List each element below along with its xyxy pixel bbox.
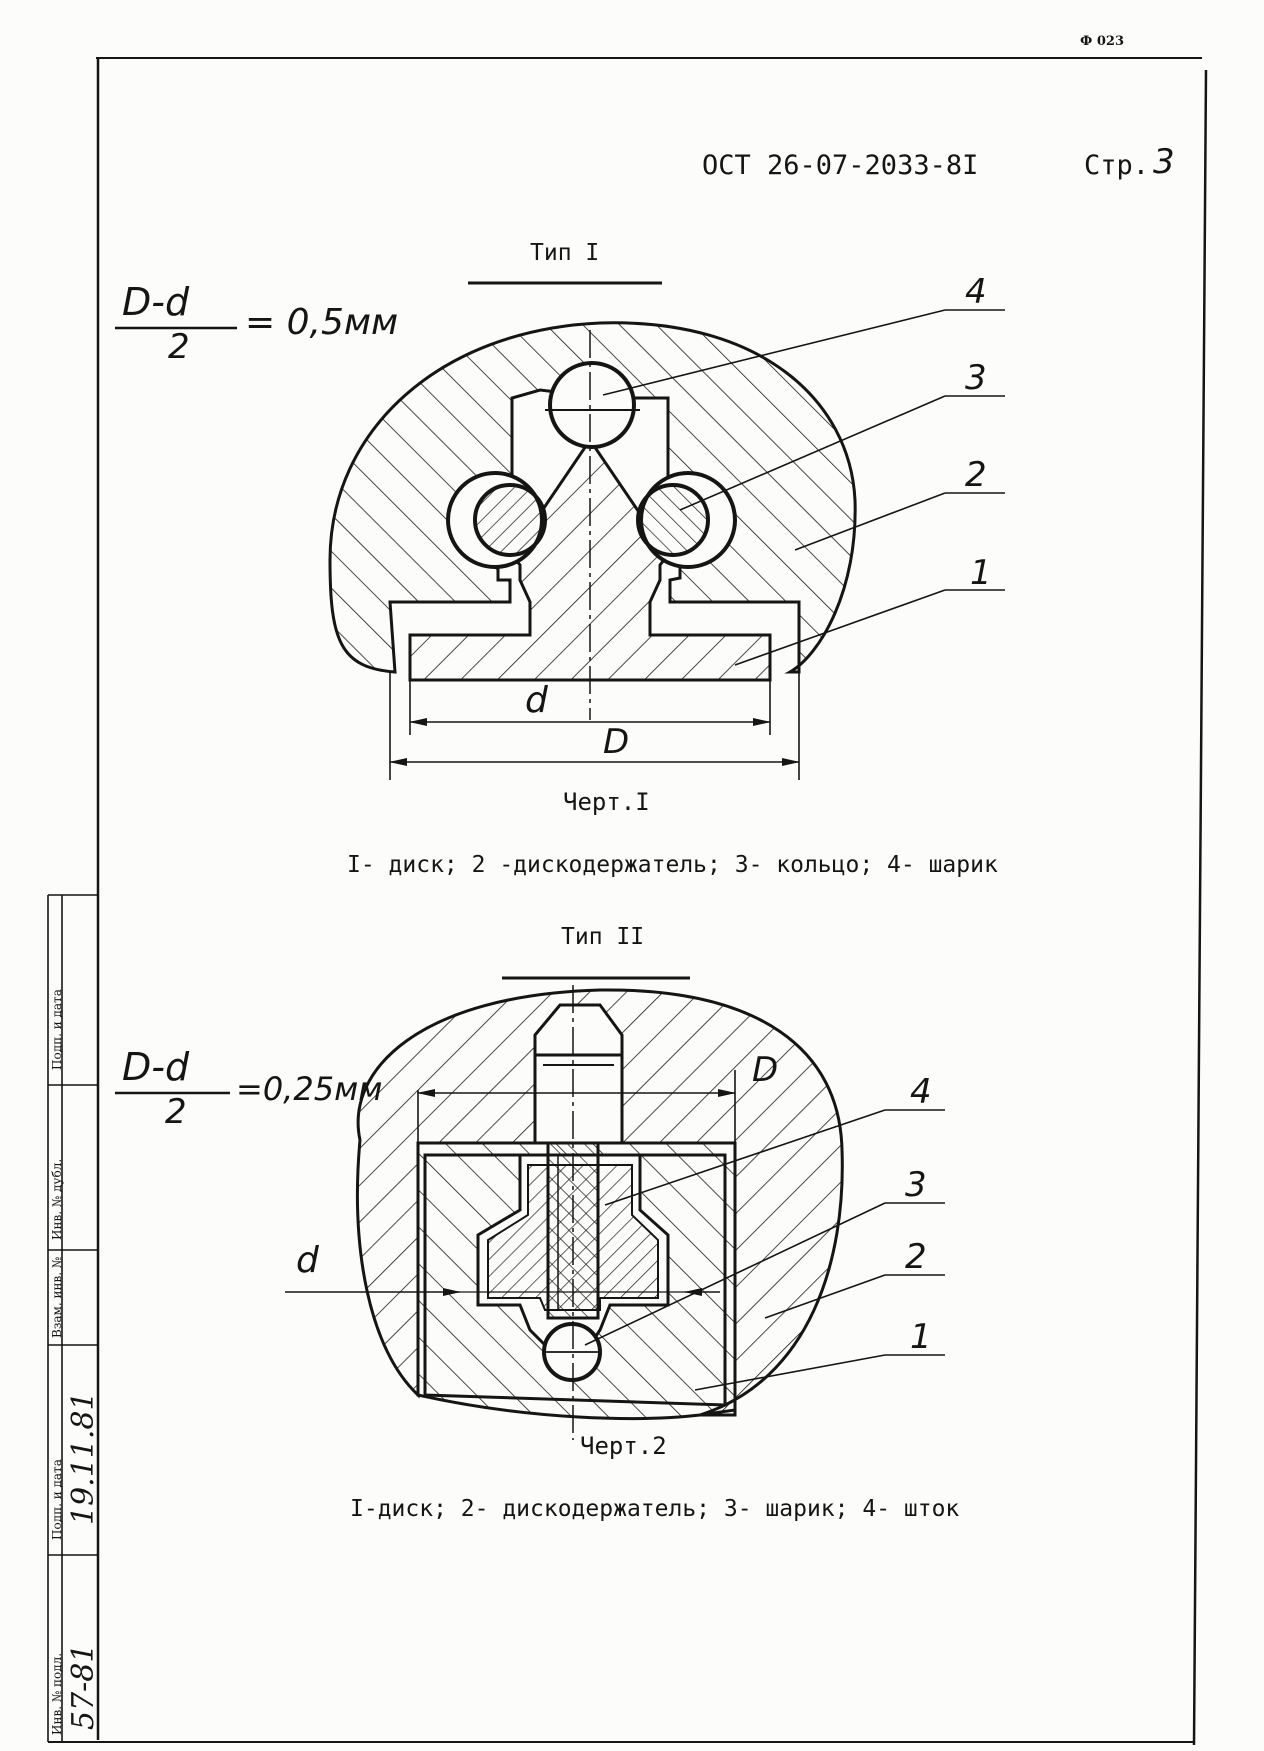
side-stamp-grid bbox=[47, 894, 98, 1742]
dim1-D-label: D bbox=[603, 722, 630, 762]
stamp-field-inv-orig: Инв. № подл. bbox=[50, 1652, 64, 1735]
type2-title: Тип II bbox=[561, 924, 645, 950]
figure1-legend: I- диск; 2 -дискодержатель; 3- кольцо; 4… bbox=[347, 852, 998, 878]
figure2-drawing bbox=[115, 976, 945, 1440]
callout1-3: 3 bbox=[965, 358, 987, 398]
type1-title: Тип I bbox=[530, 240, 600, 266]
formula1-denominator: 2 bbox=[168, 327, 190, 367]
callout2-4: 4 bbox=[910, 1072, 932, 1112]
figure1-drawing bbox=[115, 281, 1005, 780]
dim1-d-label: d bbox=[525, 680, 548, 721]
stamp-inv-original-value: 57-81 bbox=[66, 1643, 101, 1730]
formula2-denominator: 2 bbox=[165, 1092, 187, 1132]
formula2-numerator: D-d bbox=[122, 1045, 190, 1089]
figure2-caption: Черт.2 bbox=[580, 1432, 667, 1460]
figure1-caption: Черт.I bbox=[563, 788, 650, 816]
callout1-2: 2 bbox=[965, 455, 987, 495]
page-number: 3 bbox=[1153, 142, 1175, 182]
formula2-result: =0,25мм bbox=[236, 1070, 383, 1108]
callout2-2: 2 bbox=[905, 1237, 927, 1277]
sheet-frame bbox=[48, 57, 1208, 1746]
stamp-field-signature-1: Подп. и дата bbox=[50, 989, 64, 1070]
callout2-1: 1 bbox=[910, 1317, 932, 1357]
stamp-field-replace-inv: Взам. инв. № bbox=[50, 1256, 64, 1338]
holder-part2 bbox=[328, 321, 857, 674]
ball-part4 bbox=[548, 361, 636, 449]
callout2-3: 3 bbox=[905, 1165, 927, 1205]
dim2-d-label: d bbox=[296, 1240, 319, 1281]
form-code: Ф 023 bbox=[1080, 34, 1124, 49]
stamp-field-inv-dup: Инв. № дубл. bbox=[50, 1158, 64, 1240]
callout1-4: 4 bbox=[965, 272, 987, 312]
figure2-legend: I-диск; 2- дискодержатель; 3- шарик; 4- … bbox=[350, 1496, 960, 1522]
document-number: ОСТ 26-07-2033-8I bbox=[702, 150, 979, 181]
stamp-date-value: 19.11.81 bbox=[66, 1391, 101, 1525]
page-label: Стр. bbox=[1084, 150, 1150, 181]
formula1-result: = 0,5мм bbox=[245, 302, 399, 343]
dim2-D-label: D bbox=[752, 1050, 779, 1090]
callout1-1: 1 bbox=[970, 553, 992, 593]
stamp-field-signature-2: Подп. и дата bbox=[50, 1459, 64, 1540]
formula1-numerator: D-d bbox=[122, 280, 190, 324]
